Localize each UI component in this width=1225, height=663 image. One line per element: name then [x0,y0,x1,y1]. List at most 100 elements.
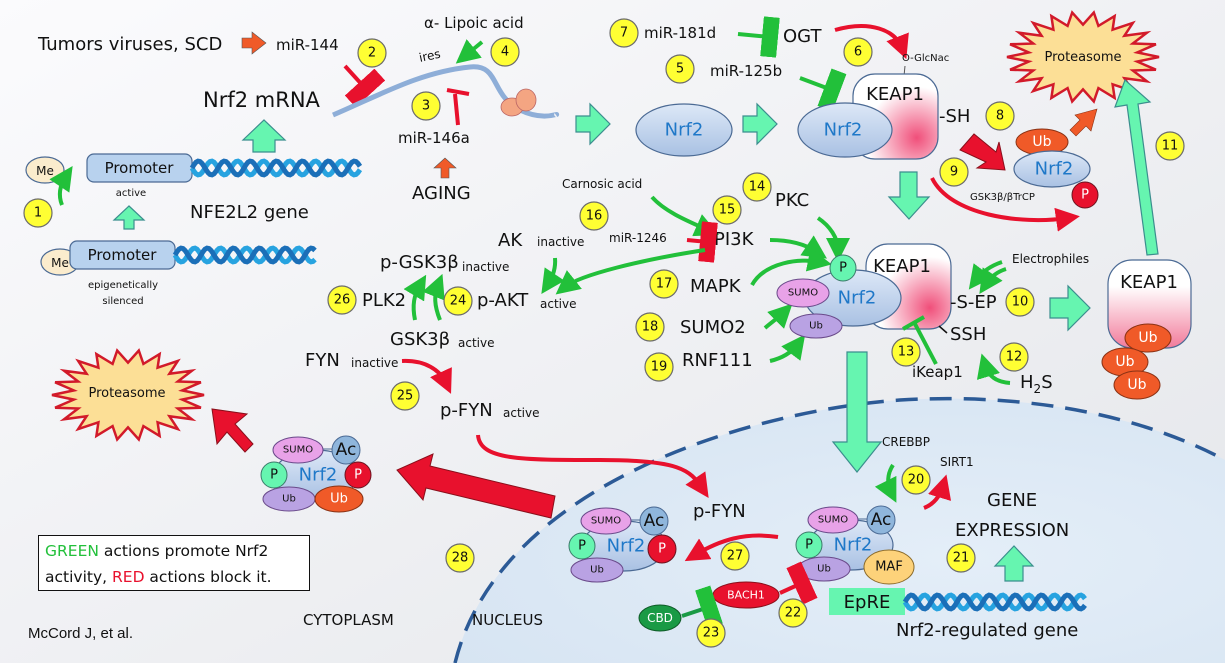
badge-number: 17 [656,277,673,292]
cbd [638,604,682,632]
nucleus-label: NUCLEUS [472,611,543,629]
tumors-arrow [241,31,267,55]
ub-tag [1124,323,1172,353]
ires-label: ires [418,47,442,65]
ssh-bond [938,325,948,334]
ub-tag [314,485,364,513]
pkc-arrow [816,216,850,262]
crebbp-arrow [874,463,897,503]
badge-circle [946,543,976,573]
ogt-glcnac-arrow [834,24,909,60]
nrf2-keap1-bound [797,102,893,158]
ub-polyubiquitin [789,313,843,339]
gsk3b-active-state: active [458,336,494,350]
badge-circle [357,38,387,68]
badge-circle [712,195,742,225]
ub-polyubiquitin-label: Ub [282,494,296,505]
mir1246-inhibit [686,221,718,263]
ub-tag-label: Ub [1115,354,1134,370]
acetyl-tag-label: Ac [336,440,357,460]
sumo-tag [807,506,859,534]
carnosic-acid-label: Carnosic acid [562,177,642,191]
legend-line2-start: activity, [45,568,112,586]
step-badge-4: 4 [490,37,520,67]
step-badge-23: 23 [696,618,726,648]
promoter-active-state: active [116,188,146,199]
lipoic-arrow [455,39,484,64]
phospho-inhibitory-label: P [354,468,362,483]
step-badge-6: 6 [843,37,873,67]
step-badge-24: 24 [443,286,473,316]
aging-arrow [433,157,457,179]
mir146a-inhibit-line [453,93,460,126]
mir125b-label: miR-125b [710,62,782,80]
badge-circle [1005,287,1035,317]
proteasome-top-label: Proteasome [1044,50,1121,65]
phospho-activating-label: P [839,261,847,276]
badge-circle [327,285,357,315]
mir146a-inhibit-bar [446,88,470,96]
ikeap1-label: iKeap1 [912,363,963,381]
sumo-tag [776,278,830,308]
step-badge-25: 25 [390,381,420,411]
step-badge-13: 13 [891,337,921,367]
badge-circle [901,465,931,495]
pfyn-nuclear-label: p-FYN [693,501,746,522]
tumors-label: Tumors viruses, SCD [37,34,222,55]
badge-circle [411,91,441,121]
pfyn-active-state: active [503,406,539,420]
legend-line-1: GREEN actions promote Nrf2 [45,538,303,564]
ub-polyubiquitin-label: Ub [817,564,831,575]
badge-circle [1155,131,1185,161]
badge-circle [985,101,1015,131]
sumo-tag-label: SUMO [283,445,313,456]
badge-circle [665,54,695,84]
cytoplasm-label: CYTOPLASM [303,611,394,629]
ikeap1-inhibit-line [912,321,938,365]
mir1246-label: miR-1246 [609,231,667,245]
oglcnac-label: O-GlcNac [902,53,949,64]
proteasome-left-label: Proteasome [88,386,165,401]
pgsk3b-label: p-GSK3β [380,252,459,273]
nrf2-mrna-label: Nrf2 mRNA [203,88,321,112]
badge-number: 9 [950,165,958,180]
promoter-activation-arrow [112,205,146,230]
sh-label: -SH [939,106,970,127]
step-badge-7: 7 [609,18,639,48]
to-proteasome-left-arrow [211,408,254,453]
bach1-label: BACH1 [727,589,765,602]
acetyl-tag [331,435,361,465]
epre-label: EpRE [844,592,891,613]
step-badge-9: 9 [939,157,969,187]
sumo-tag-label: SUMO [591,516,621,527]
badge-circle [635,312,665,342]
mir125b-inhibit [799,68,847,112]
ikeap1-inhibit-bar [902,315,925,331]
gsk3b-active-label: GSK3β [390,329,450,350]
fyn-activation-arrow [401,358,452,394]
mir144-inhibit-arrow [343,64,386,108]
maf-partner-label: MAF [875,560,903,575]
translation-arrow [575,102,611,146]
proteasome-left [51,348,205,442]
h2s-arrow [976,353,1011,385]
sumo-tag [272,436,324,464]
me-label-bottom: Me [51,256,69,270]
step-badge-26: 26 [327,285,357,315]
cbd-label: CBD [647,611,673,625]
ub-tag [1113,370,1161,400]
fyn-label: FYN [305,350,340,371]
pkc-label: PKC [775,190,809,211]
step-badge-22: 22 [778,598,808,628]
keap1-middle-label: KEAP1 [873,256,931,277]
nrf2-ubiquitinated-label: Nrf2 [1035,159,1074,180]
badge-circle [742,172,772,202]
step-badge-27: 27 [720,541,750,571]
phospho-activating-label: P [805,538,813,553]
mir181d-inhibit [737,16,780,58]
phospho-inhibitory [344,461,372,489]
nrf2-modified-label: Nrf2 [838,288,877,309]
akt-phosphorylation-arrow [541,257,565,294]
keap1-degradation-arrow [1114,78,1159,256]
